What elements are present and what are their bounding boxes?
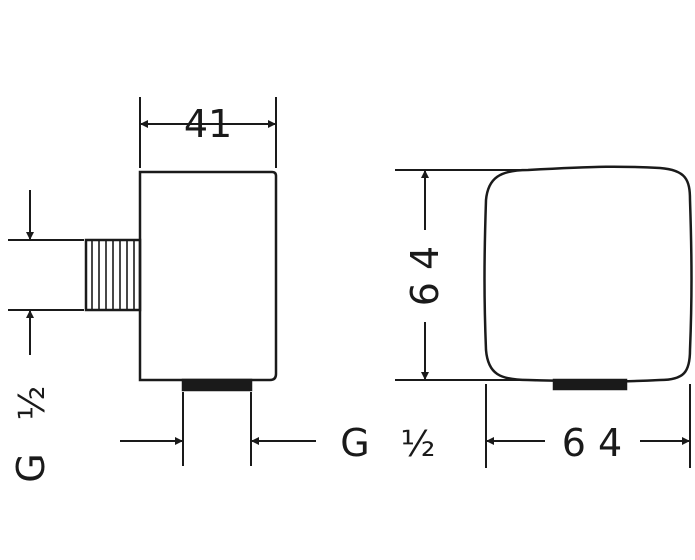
thread-label-vertical-frac: ½ (12, 386, 53, 421)
dimension-64-horizontal (485, 384, 691, 468)
side-view (84, 170, 278, 392)
dimension-64-vertical-label: 6 4 (403, 246, 447, 306)
dimension-41 (139, 97, 277, 168)
bottom-thread-label-frac: ½ (401, 424, 436, 465)
dimension-thread-vertical (8, 190, 84, 355)
side-view-body (138, 170, 278, 382)
dimension-64-horizontal-label: 6 4 (562, 421, 622, 465)
bottom-thread-label-g: G (340, 421, 369, 465)
front-view-bottom-outlet (552, 378, 628, 391)
thread-label-vertical-g: G (9, 453, 53, 482)
thread-lines (91, 240, 135, 310)
front-view (483, 165, 693, 391)
side-view-bottom-outlet (181, 378, 253, 392)
dimension-64-vertical (395, 169, 520, 381)
dimension-thread-bottom (120, 392, 316, 466)
front-view-body (483, 165, 693, 383)
dimension-41-label: 41 (184, 102, 232, 146)
